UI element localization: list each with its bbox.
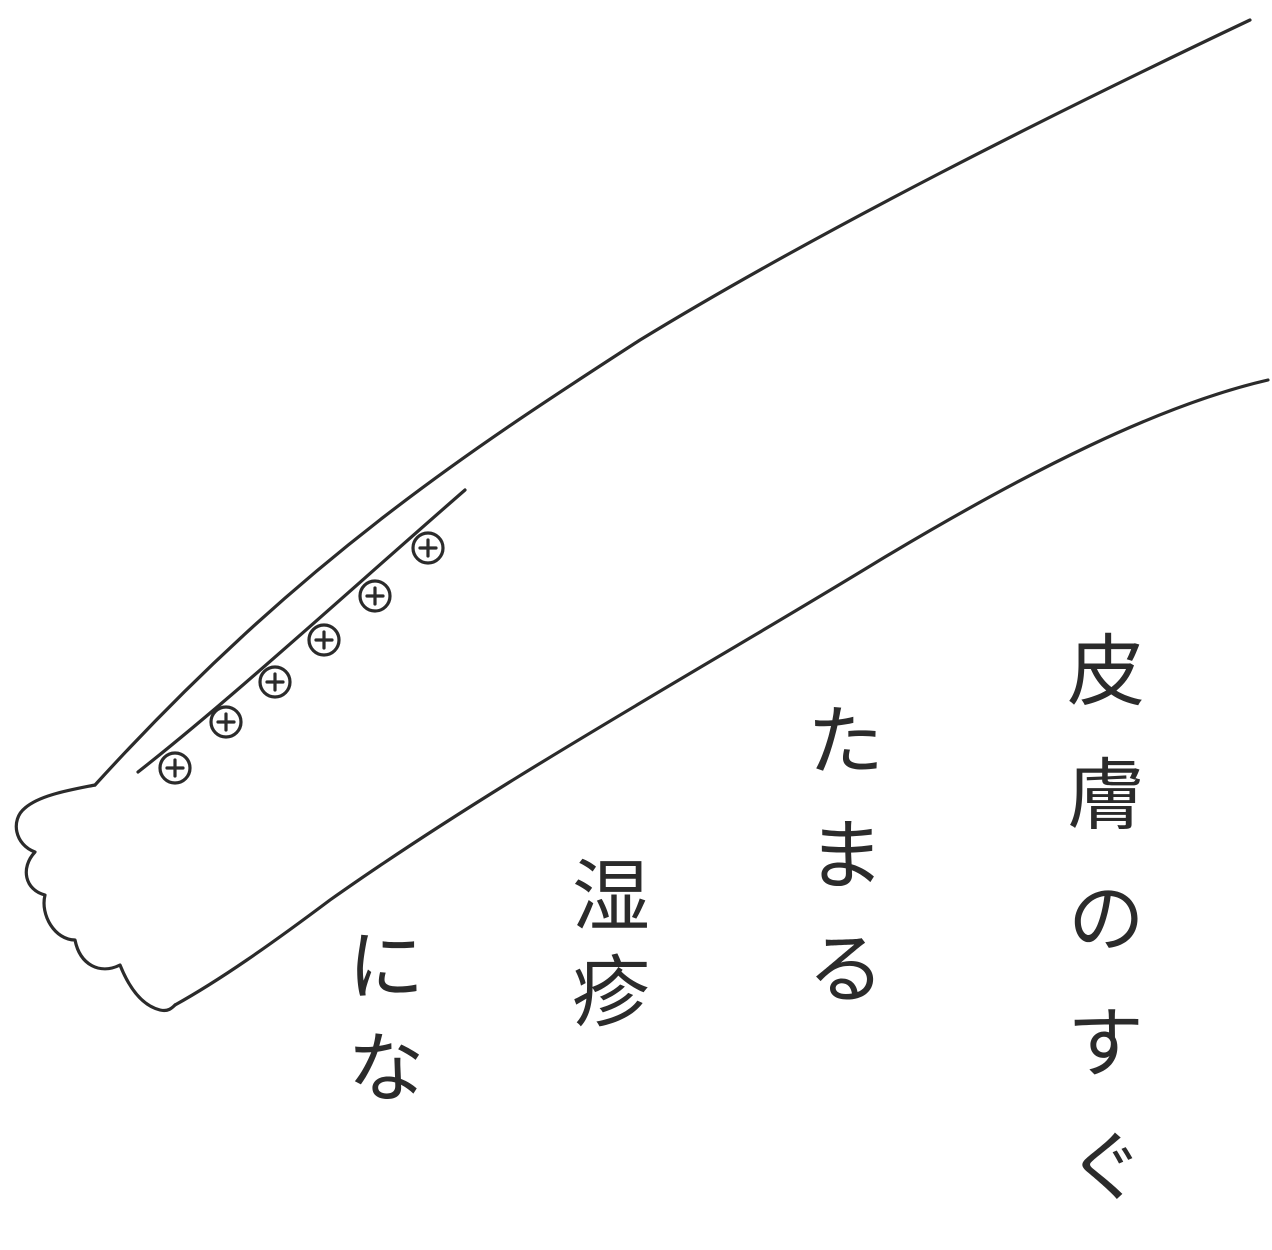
caption-column-1: 皮膚のすぐ — [1054, 630, 1144, 1250]
particle-marker — [258, 665, 292, 699]
hand-outline — [14, 783, 177, 1013]
arm-lower-contour — [173, 378, 1270, 1007]
caption-column-3: 湿疹 — [559, 855, 649, 1047]
particle-marker — [209, 705, 243, 739]
caption-column-4: にな — [334, 925, 424, 1129]
particle-marker — [411, 531, 445, 565]
arm-drawing — [14, 18, 1270, 1013]
charged-particles — [158, 531, 445, 785]
particle-marker — [307, 623, 341, 657]
caption-column-2: たまる — [794, 700, 884, 1042]
skin-surface-line — [136, 488, 467, 774]
particle-marker — [358, 579, 392, 613]
particle-marker — [158, 751, 192, 785]
arm-upper-contour — [93, 18, 1252, 787]
